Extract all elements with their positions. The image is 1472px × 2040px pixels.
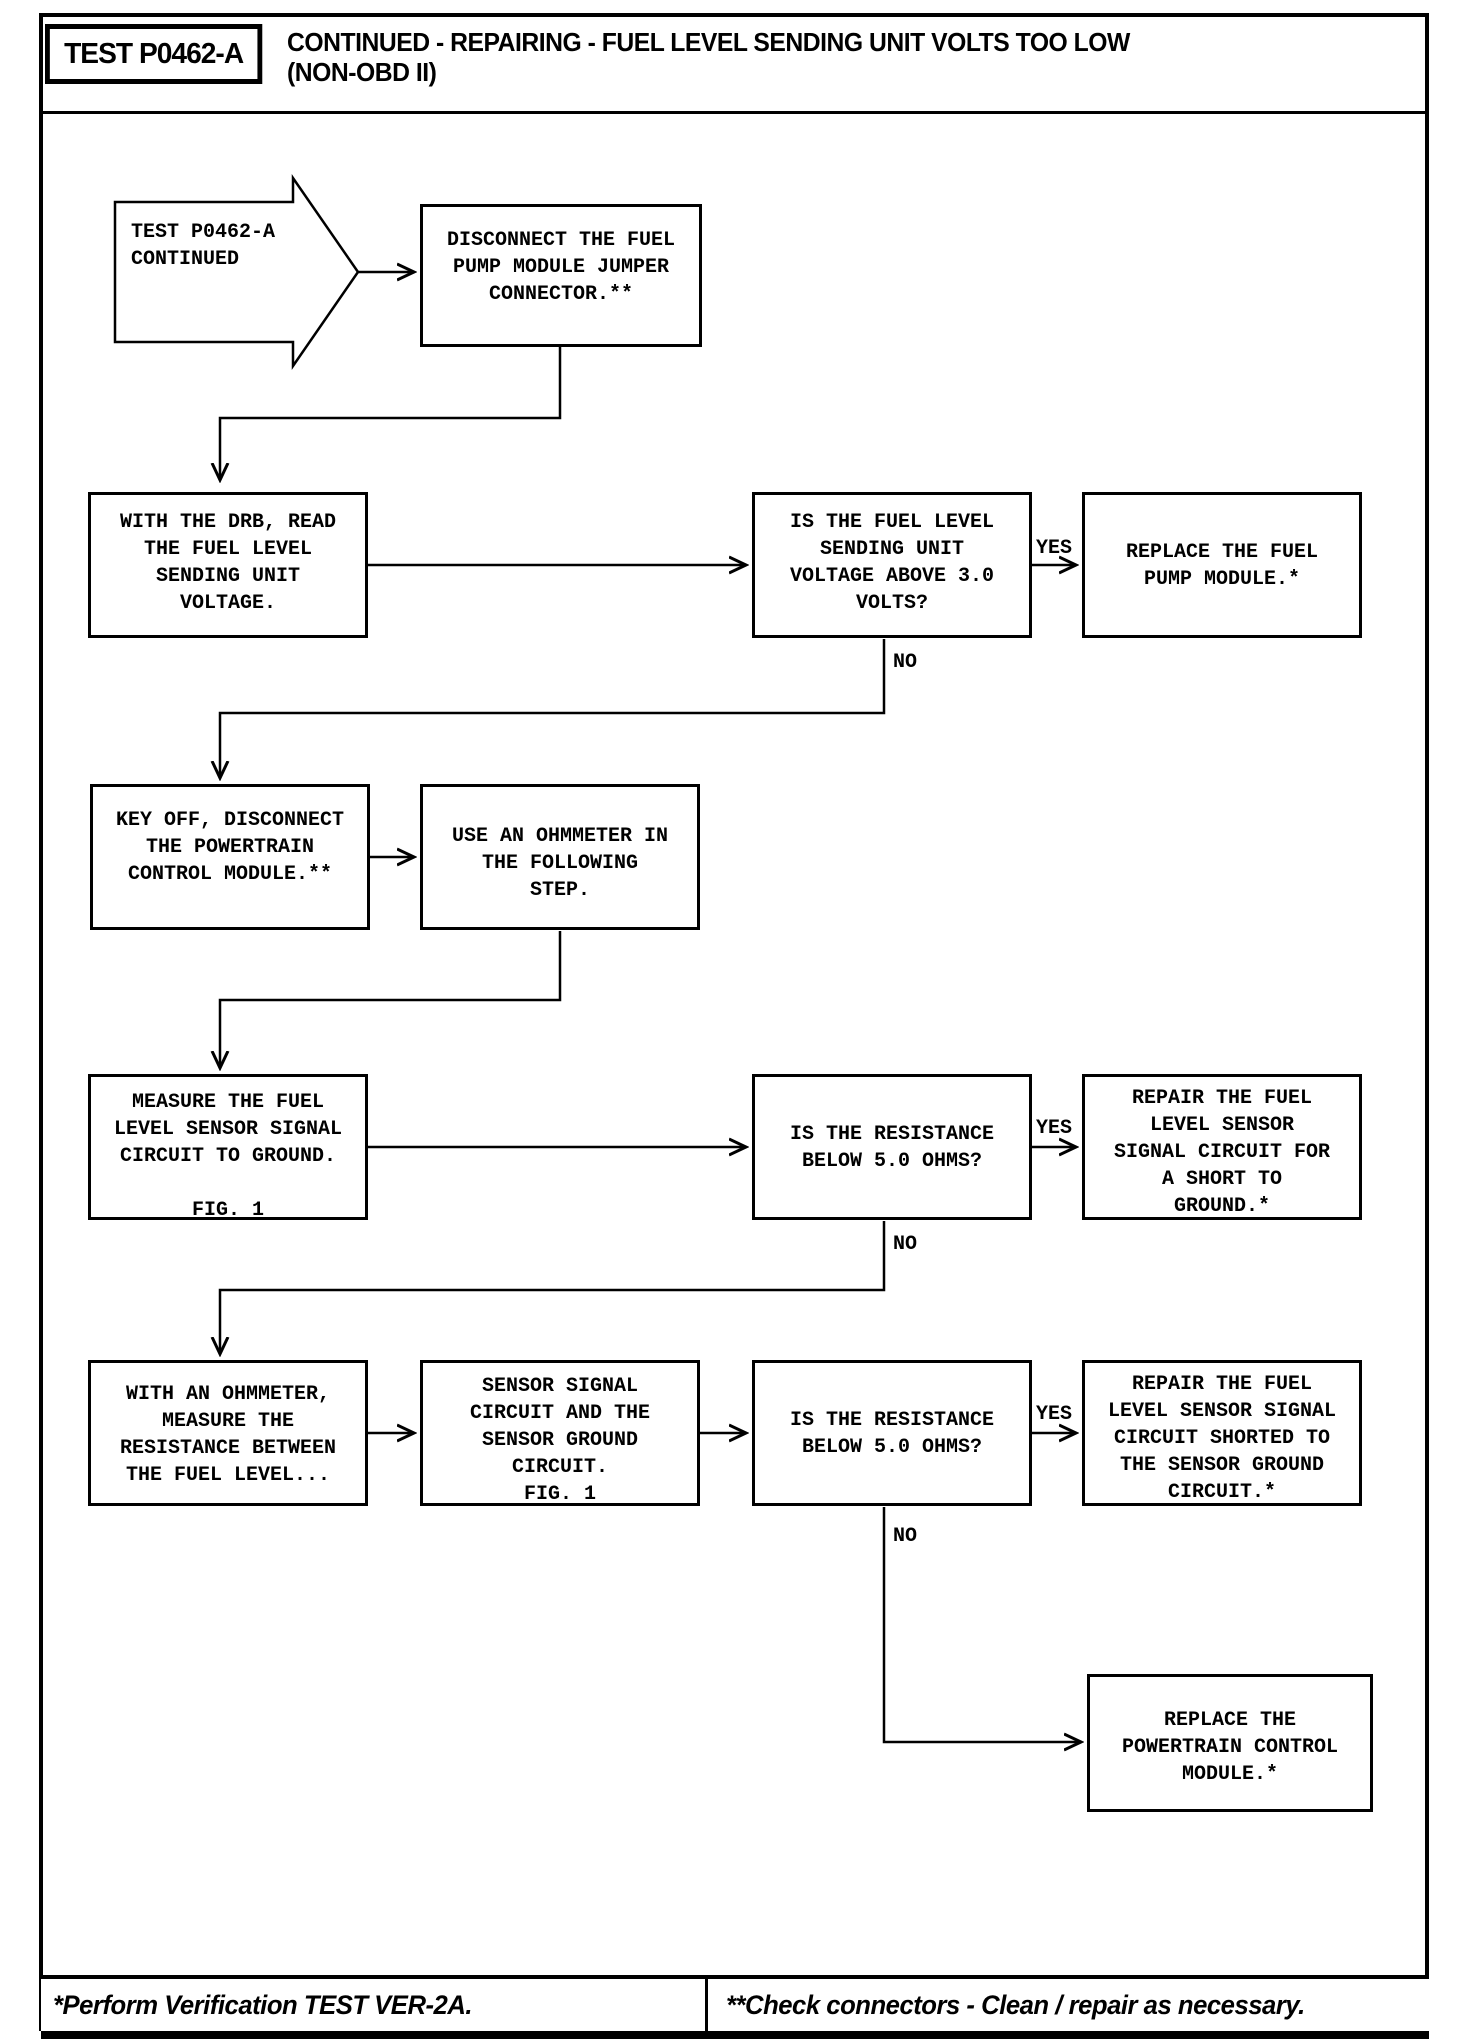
branch-label-resistance2-yes: YES: [1036, 1403, 1073, 1426]
node-repair-short-to-ground: REPAIR THE FUEL LEVEL SENSOR SIGNAL CIRC…: [1082, 1074, 1362, 1220]
footer-bar: *Perform Verification TEST VER-2A. **Che…: [41, 1975, 1429, 2039]
branch-label-resistance2-no: NO: [893, 1525, 918, 1548]
connector-ohmmeter-to-measure: [220, 931, 562, 1068]
connector-decision1-no: [220, 639, 886, 778]
node-key-off-disconnect-pcm: KEY OFF, DISCONNECT THE POWERTRAIN CONTR…: [90, 784, 370, 930]
node-replace-fuel-pump: REPLACE THE FUEL PUMP MODULE.*: [1082, 492, 1362, 638]
node-repair-shorted-to-sensor-ground: REPAIR THE FUEL LEVEL SENSOR SIGNAL CIRC…: [1082, 1360, 1362, 1506]
test-id-label: TEST P0462-A: [64, 37, 244, 70]
test-id-box: TEST P0462-A: [45, 24, 263, 84]
connector-disconnect-to-read-voltage: [220, 347, 562, 480]
footer-left-cell: *Perform Verification TEST VER-2A.: [41, 1979, 708, 2031]
start-arrow-shape: [113, 173, 360, 371]
page-title: CONTINUED - REPAIRING - FUEL LEVEL SENDI…: [287, 27, 1130, 87]
node-decision-resistance-2: IS THE RESISTANCE BELOW 5.0 OHMS?: [752, 1360, 1032, 1506]
node-read-voltage: WITH THE DRB, READ THE FUEL LEVEL SENDIN…: [88, 492, 368, 638]
connector-decision3-no: [882, 1507, 1081, 1742]
node-replace-pcm: REPLACE THE POWERTRAIN CONTROL MODULE.*: [1087, 1674, 1373, 1812]
branch-label-resistance1-yes: YES: [1036, 1117, 1073, 1140]
node-measure-between: WITH AN OHMMETER, MEASURE THE RESISTANCE…: [88, 1360, 368, 1506]
branch-label-voltage-no: NO: [893, 651, 918, 674]
node-sensor-signal-and-ground: SENSOR SIGNAL CIRCUIT AND THE SENSOR GRO…: [420, 1360, 700, 1506]
footer-left-note: *Perform Verification TEST VER-2A.: [53, 1989, 473, 2020]
connector-decision2-no: [220, 1221, 886, 1354]
node-start: TEST P0462-A CONTINUED: [131, 221, 276, 271]
node-measure-signal-to-ground: MEASURE THE FUEL LEVEL SENSOR SIGNAL CIR…: [88, 1074, 368, 1222]
node-decision-resistance-1: IS THE RESISTANCE BELOW 5.0 OHMS?: [752, 1074, 1032, 1220]
branch-label-resistance1-no: NO: [893, 1233, 918, 1256]
footer-right-note: **Check connectors - Clean / repair as n…: [726, 1989, 1305, 2020]
branch-label-voltage-yes: YES: [1036, 537, 1073, 560]
node-disconnect-jumper: DISCONNECT THE FUEL PUMP MODULE JUMPER C…: [420, 204, 702, 347]
header-separator: [41, 111, 1429, 114]
footer-right-cell: **Check connectors - Clean / repair as n…: [708, 1979, 1429, 2031]
node-decision-voltage-above-3: IS THE FUEL LEVEL SENDING UNIT VOLTAGE A…: [752, 492, 1032, 638]
node-use-ohmmeter: USE AN OHMMETER IN THE FOLLOWING STEP.: [420, 784, 700, 930]
